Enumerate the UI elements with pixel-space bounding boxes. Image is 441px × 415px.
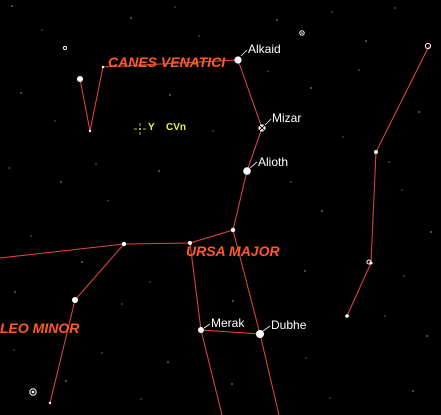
big-dipper-handle <box>232 59 263 231</box>
ursa-major-east <box>346 45 430 317</box>
star-phecda <box>188 241 192 245</box>
star-alkaid <box>234 56 242 64</box>
label-dubhe: Dubhe <box>271 318 307 332</box>
star-lmi <box>72 297 78 303</box>
target-greek-letter: Y <box>148 122 155 133</box>
ursa-major-leg-s <box>200 329 223 415</box>
background-stars <box>8 5 432 400</box>
double-star-marker <box>299 30 305 36</box>
label-leo-minor: LEO MINOR <box>0 320 80 336</box>
star-dubhe <box>256 330 264 338</box>
canes-venatici-lines <box>79 59 239 132</box>
double-star-marker-east <box>366 259 372 265</box>
star-alioth <box>243 167 251 175</box>
star-cor-caroli <box>77 76 83 82</box>
marked-stars <box>29 30 432 396</box>
double-star-marker-left <box>62 45 68 51</box>
label-merak: Merak <box>211 316 245 330</box>
double-star-marker-bottom <box>29 388 37 396</box>
label-alioth: Alioth <box>258 155 288 169</box>
double-star-core <box>301 32 303 34</box>
label-ursa-major: URSA MAJOR <box>186 243 280 259</box>
star-east-upper <box>374 150 378 154</box>
star-chara <box>88 129 92 133</box>
target-marker[interactable] <box>134 123 146 135</box>
mizar-companion-mark <box>257 123 267 133</box>
label-alkaid: Alkaid <box>248 42 281 56</box>
label-leaders <box>203 49 272 332</box>
star-merak <box>198 327 204 333</box>
target-label: CVn <box>166 122 186 133</box>
label-canes-venatici: CANES VENATICI <box>108 54 226 70</box>
star-lower-left <box>48 401 52 405</box>
star-uma-west <box>121 241 127 247</box>
double-star-marker-right <box>424 42 432 50</box>
star-mid-left <box>101 65 105 69</box>
label-mizar: Mizar <box>272 111 301 125</box>
star-megrez <box>230 227 236 233</box>
star-east-lower <box>345 314 349 318</box>
ursa-major-leg-se <box>259 333 280 415</box>
double-star-core-bottom <box>31 390 35 394</box>
